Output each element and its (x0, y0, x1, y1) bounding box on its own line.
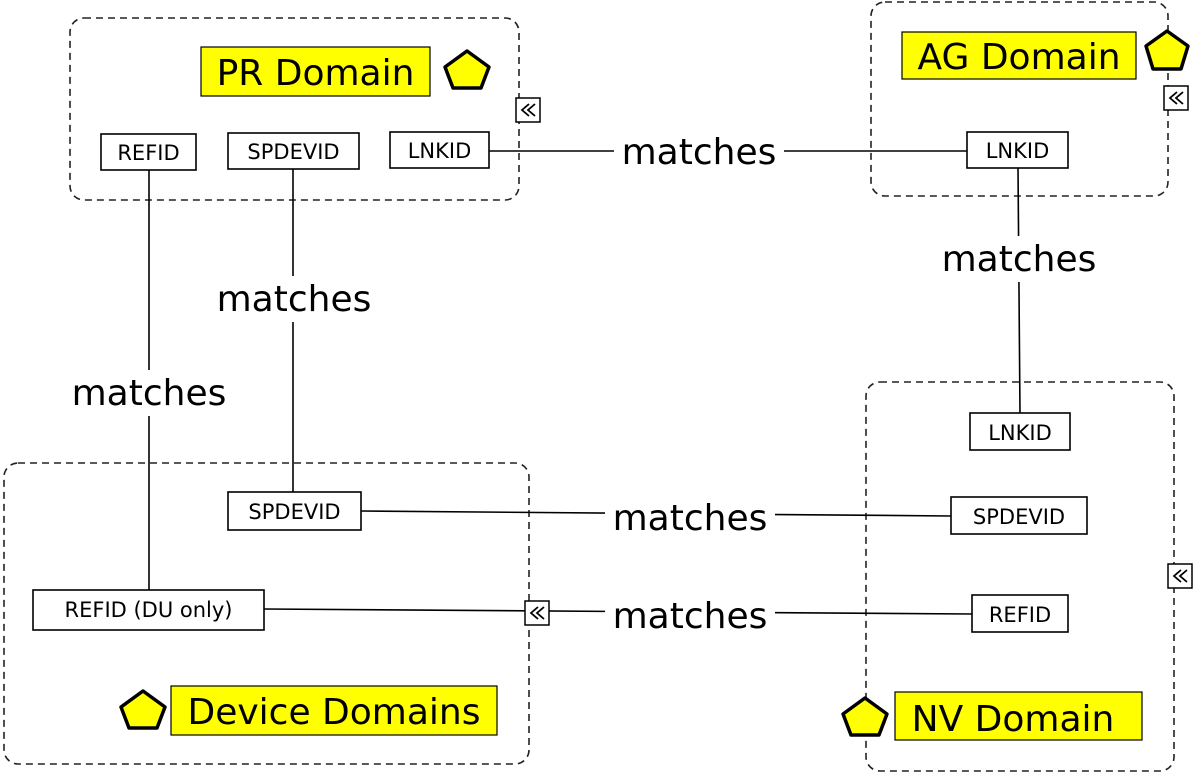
connector-label-dev-nv-refid: matches (605, 592, 775, 638)
svg-text:AG Domain: AG Domain (917, 37, 1120, 78)
device-domains-container (3, 462, 530, 765)
pr-domain-container (69, 17, 520, 201)
svg-text:matches: matches (613, 498, 768, 539)
field-nv-refid: REFID (971, 594, 1069, 633)
collapse-handle-pr[interactable] (515, 97, 541, 123)
svg-text:REFID: REFID (989, 603, 1051, 627)
svg-text:LNKID: LNKID (988, 421, 1052, 445)
connector-label-pr-dev-refid: matches (64, 370, 234, 416)
svg-text:matches: matches (72, 373, 227, 414)
connector-label-ag-nv: matches (934, 236, 1104, 282)
device-domains-title: Device Domains (170, 685, 498, 736)
field-nv-lnkid: LNKID (969, 412, 1071, 451)
svg-text:SPDEVID: SPDEVID (248, 500, 340, 524)
connector-ag-nv-lnkid (1017, 166, 1021, 415)
svg-text:SPDEVID: SPDEVID (247, 140, 339, 164)
pentagon-icon (119, 689, 167, 730)
svg-text:matches: matches (622, 132, 777, 173)
svg-text:SPDEVID: SPDEVID (973, 505, 1065, 529)
connector-label-pr-ag: matches (614, 128, 784, 174)
field-pr-refid: REFID (100, 133, 197, 171)
svg-text:NV Domain: NV Domain (912, 699, 1115, 740)
field-pr-spdevid: SPDEVID (227, 132, 360, 170)
field-nv-spdevid: SPDEVID (950, 496, 1088, 535)
collapse-handle-nv[interactable] (1167, 563, 1193, 589)
field-pr-lnkid: LNKID (389, 131, 490, 169)
field-device-refid: REFID (DU only) (32, 589, 265, 631)
svg-text:LNKID: LNKID (986, 139, 1050, 163)
svg-text:matches: matches (217, 279, 372, 320)
collapse-handle-device[interactable] (524, 600, 550, 626)
pentagon-icon (1144, 29, 1190, 71)
svg-text:PR Domain: PR Domain (217, 53, 415, 94)
svg-text:REFID (DU only): REFID (DU only) (65, 598, 233, 622)
pr-domain-title: PR Domain (200, 46, 431, 97)
collapse-handle-ag[interactable] (1163, 85, 1189, 111)
svg-text:matches: matches (942, 239, 1097, 280)
svg-text:LNKID: LNKID (408, 139, 472, 163)
connector-label-pr-dev-spdevid: matches (209, 276, 379, 322)
field-ag-lnkid: LNKID (966, 131, 1069, 169)
svg-text:Device Domains: Device Domains (187, 692, 480, 733)
connector-label-dev-nv-spdevid: matches (605, 495, 775, 541)
nv-domain-title: NV Domain (894, 691, 1143, 741)
field-device-spdevid: SPDEVID (227, 491, 362, 531)
pentagon-icon (443, 49, 491, 90)
ag-domain-title: AG Domain (901, 31, 1137, 80)
svg-text:matches: matches (613, 596, 768, 637)
pentagon-icon (841, 696, 889, 737)
svg-text:REFID: REFID (117, 141, 179, 165)
